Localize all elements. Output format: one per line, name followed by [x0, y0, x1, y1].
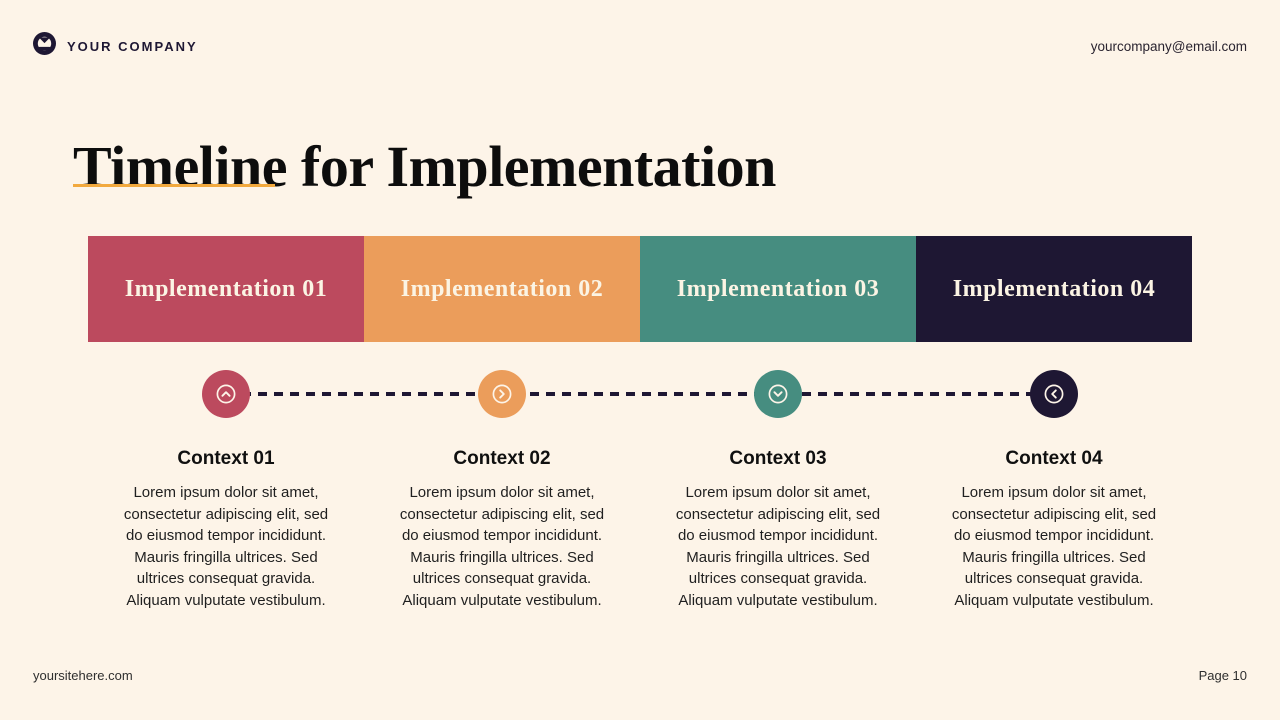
timeline-dashed-line — [226, 392, 1054, 396]
footer-page-number: Page 10 — [1198, 668, 1247, 683]
context-body: Lorem ipsum dolor sit amet, consectetur … — [123, 484, 329, 609]
phase-label: Implementation 03 — [676, 275, 880, 302]
company-logo-icon — [33, 32, 56, 60]
page-title: Timeline for Implementation — [73, 133, 776, 199]
context-column-2: Context 02 Lorem ipsum dolor sit amet, c… — [364, 448, 640, 611]
footer-website: yoursitehere.com — [33, 668, 133, 683]
chevron-down-circle-icon — [754, 370, 802, 418]
context-body: Lorem ipsum dolor sit amet, consectetur … — [951, 484, 1157, 609]
context-column-1: Context 01 Lorem ipsum dolor sit amet, c… — [88, 448, 364, 611]
company-name: YOUR COMPANY — [67, 38, 198, 54]
chevron-right-circle-icon — [478, 370, 526, 418]
brand: YOUR COMPANY — [33, 32, 198, 60]
context-column-3: Context 03 Lorem ipsum dolor sit amet, c… — [640, 448, 916, 611]
phase-block-4: Implementation 04 — [916, 236, 1192, 342]
phase-block-2: Implementation 02 — [364, 236, 640, 342]
context-heading: Context 03 — [729, 448, 827, 469]
header-email: yourcompany@email.com — [1090, 38, 1247, 54]
phase-block-1: Implementation 01 — [88, 236, 364, 342]
phase-label: Implementation 02 — [400, 275, 604, 302]
slide-header: YOUR COMPANY yourcompany@email.com — [33, 32, 1247, 60]
context-columns: Context 01 Lorem ipsum dolor sit amet, c… — [88, 448, 1192, 611]
phase-bar: Implementation 01 Implementation 02 Impl… — [88, 236, 1192, 342]
context-column-4: Context 04 Lorem ipsum dolor sit amet, c… — [916, 448, 1192, 611]
context-heading: Context 02 — [453, 448, 551, 469]
phase-block-3: Implementation 03 — [640, 236, 916, 342]
chevron-left-circle-icon — [1030, 370, 1078, 418]
phase-label: Implementation 01 — [124, 275, 328, 302]
context-body: Lorem ipsum dolor sit amet, consectetur … — [675, 484, 881, 609]
chevron-up-circle-icon — [202, 370, 250, 418]
title-underline — [73, 184, 275, 187]
phase-label: Implementation 04 — [952, 275, 1156, 302]
timeline — [88, 370, 1192, 418]
context-body: Lorem ipsum dolor sit amet, consectetur … — [399, 484, 605, 609]
context-heading: Context 01 — [177, 448, 275, 469]
context-heading: Context 04 — [1005, 448, 1103, 469]
